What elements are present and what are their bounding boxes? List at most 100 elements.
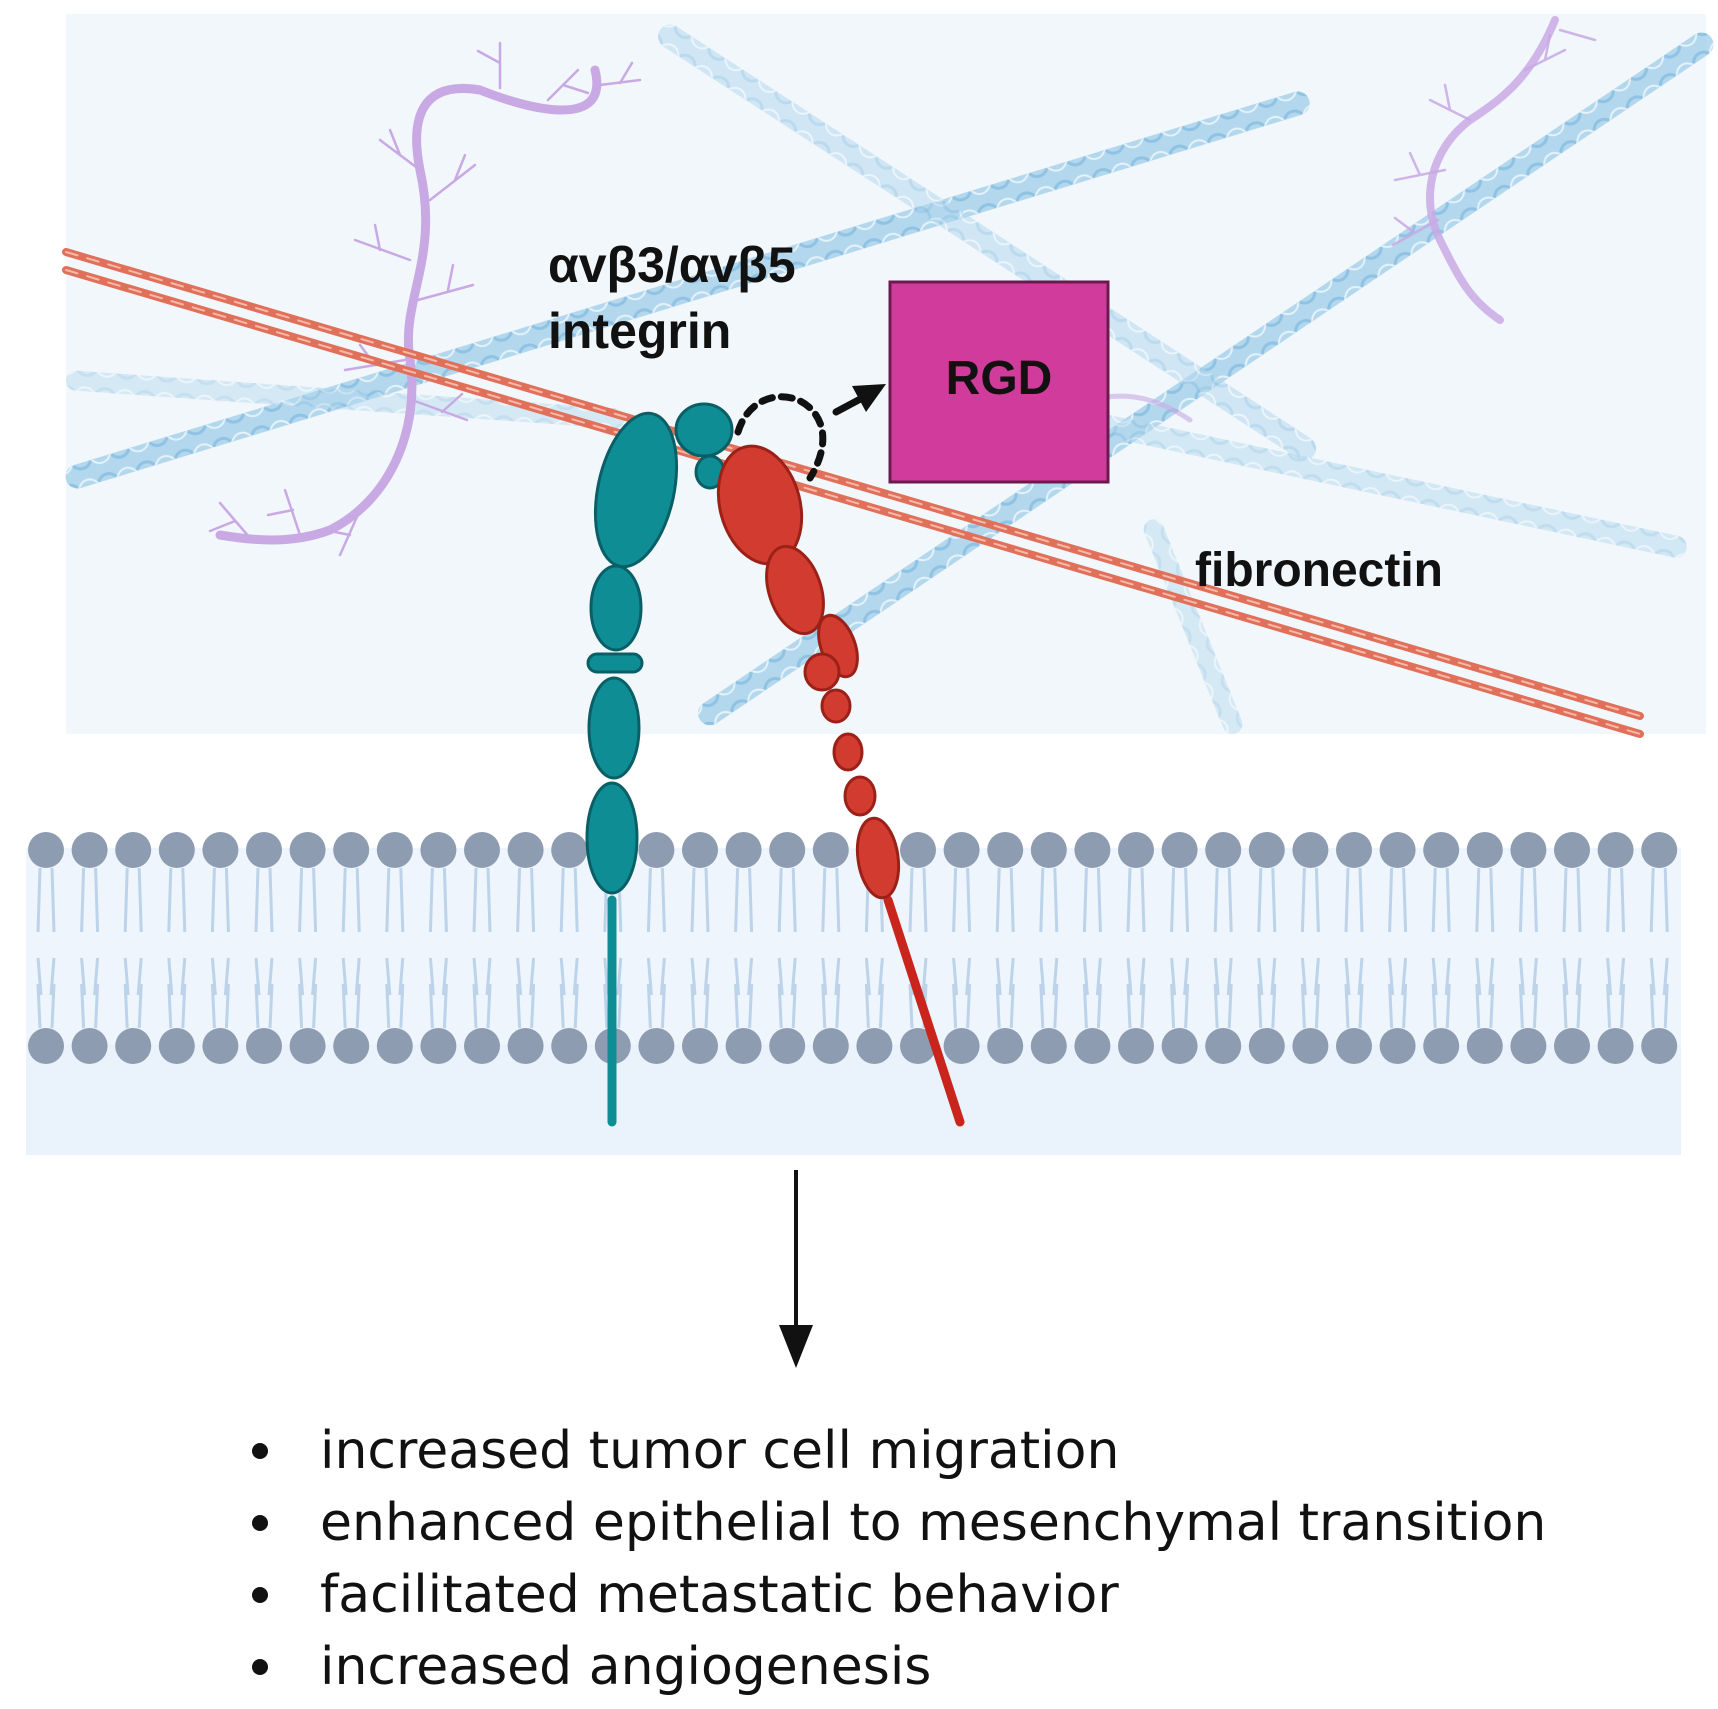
lipid-tail xyxy=(167,867,187,933)
lipid-head xyxy=(900,832,936,868)
lipid-tail xyxy=(385,983,405,1029)
lipid-tail xyxy=(1126,867,1146,933)
lipid-tail xyxy=(995,957,1015,996)
lipid-tail xyxy=(559,983,579,1029)
lipid-tail xyxy=(1082,867,1102,933)
lipid-head xyxy=(1336,1028,1372,1064)
bullet-icon xyxy=(252,1443,268,1459)
lipid-head xyxy=(987,1028,1024,1064)
collagen-fibers xyxy=(65,24,1714,734)
integrin-label-line2: integrin xyxy=(548,303,731,359)
lipid-tail xyxy=(646,983,666,1029)
lipid-tail xyxy=(1213,957,1233,996)
lipid-tail xyxy=(646,957,666,996)
lipid-head xyxy=(420,1028,457,1064)
lipid-head xyxy=(725,832,762,868)
lipid-head xyxy=(1205,832,1242,868)
lipid-tail xyxy=(1344,867,1364,933)
lipid-head xyxy=(1161,1028,1198,1064)
bullet-icon xyxy=(252,1659,268,1675)
bullet-icon xyxy=(252,1587,268,1603)
lipid-tail xyxy=(1344,957,1364,996)
integrin-beta-subunit xyxy=(716,444,965,1127)
lipid-tail xyxy=(341,867,361,933)
lipid-head xyxy=(1466,1028,1503,1064)
lipid-tail xyxy=(1562,957,1582,996)
lipid-tail xyxy=(428,957,448,996)
lipid-head xyxy=(769,1028,806,1064)
lipid-tail xyxy=(1039,957,1059,996)
lipid-tail xyxy=(777,957,797,996)
lipid-tail xyxy=(734,957,754,996)
lipid-head xyxy=(1379,832,1416,868)
lipid-tail xyxy=(1518,957,1538,996)
lipid-tail xyxy=(777,867,797,933)
binding-arrow xyxy=(734,384,886,482)
lipid-tail xyxy=(1300,983,1320,1029)
lipid-tail xyxy=(1606,983,1626,1029)
lipid-tail xyxy=(36,867,56,933)
lipid-head xyxy=(1554,832,1590,868)
rgd-box xyxy=(888,280,1110,484)
lipid-head xyxy=(333,1028,370,1064)
lipid-head xyxy=(1074,832,1111,868)
lipid-tail xyxy=(603,983,623,1029)
lipid-tail xyxy=(210,867,230,933)
lipid-tail xyxy=(1213,983,1233,1029)
lipid-tail xyxy=(1475,867,1495,933)
lipid-head xyxy=(769,832,806,868)
lipid-head xyxy=(1074,1028,1111,1064)
lipid-head xyxy=(682,832,718,868)
lipid-tail xyxy=(1518,983,1538,1029)
extracellular-matrix-background xyxy=(66,14,1706,734)
lipid-tail xyxy=(1257,983,1277,1029)
lipid-head xyxy=(202,1028,239,1064)
lipid-tail xyxy=(1300,957,1320,996)
lipid-tail xyxy=(1300,867,1320,933)
lipid-tail xyxy=(210,983,230,1029)
lipid-tail xyxy=(821,867,841,933)
lipid-head xyxy=(943,832,980,868)
lipid-tail xyxy=(821,983,841,1029)
lipid-tail xyxy=(1606,867,1626,933)
lipid-head xyxy=(115,832,152,868)
lipid-tail xyxy=(210,957,230,996)
lipid-tail xyxy=(341,957,361,996)
lipid-tail xyxy=(952,867,972,933)
lipid-tail xyxy=(1562,983,1582,1029)
lipid-head xyxy=(1597,832,1634,868)
outcome-item: facilitated metastatic behavior xyxy=(240,1559,1546,1631)
lipid-tail xyxy=(123,983,143,1029)
lipid-tail xyxy=(1257,867,1277,933)
lipid-tail xyxy=(1039,867,1059,933)
outcomes-list: increased tumor cell migration enhanced … xyxy=(240,1415,1546,1703)
lipid-tail xyxy=(908,867,928,933)
lipid-tail xyxy=(952,983,972,1029)
lipid-tail xyxy=(995,867,1015,933)
lipid-tail xyxy=(1388,867,1408,933)
lipid-head xyxy=(1379,1028,1416,1064)
lipid-head xyxy=(289,1028,326,1064)
lipid-tail xyxy=(1649,867,1669,933)
outcome-item: enhanced epithelial to mesenchymal trans… xyxy=(240,1487,1546,1559)
lipid-tail xyxy=(385,867,405,933)
lipid-tail xyxy=(36,983,56,1029)
lipid-head xyxy=(1118,1028,1154,1064)
lipid-tail xyxy=(1431,957,1451,996)
outcome-text: increased tumor cell migration xyxy=(320,1421,1120,1481)
lipid-head xyxy=(1466,832,1503,868)
lipid-head xyxy=(1248,1028,1285,1064)
lipid-tail xyxy=(516,983,536,1029)
lipid-tail xyxy=(603,957,623,996)
lipid-tail xyxy=(1344,983,1364,1029)
lipid-head xyxy=(1423,832,1460,868)
lipid-tail xyxy=(646,867,666,933)
outcome-text: increased angiogenesis xyxy=(320,1637,932,1697)
lipid-tail xyxy=(777,983,797,1029)
lipid-head xyxy=(376,832,413,868)
lipid-tail xyxy=(123,867,143,933)
lipid-tail xyxy=(254,867,274,933)
lipid-head xyxy=(812,832,849,868)
lipid-head xyxy=(28,1028,64,1064)
